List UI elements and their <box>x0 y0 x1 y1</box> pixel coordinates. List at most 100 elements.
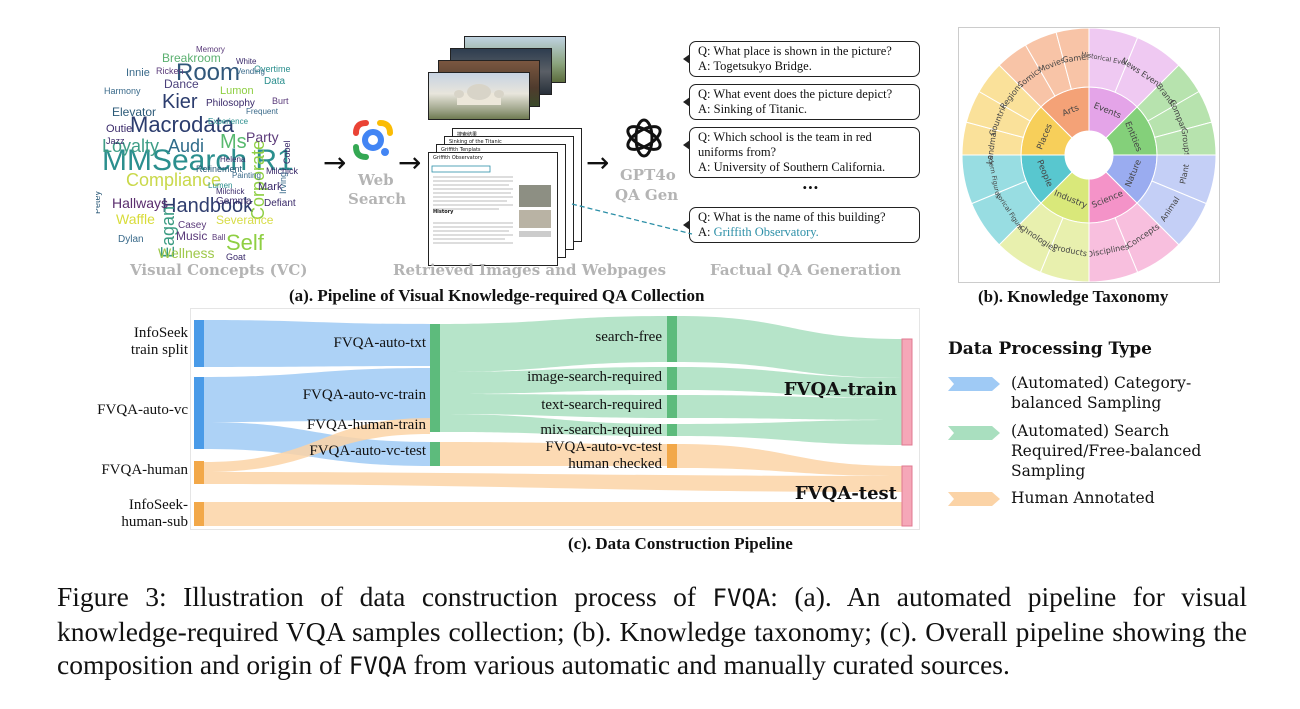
word-cloud-word: Severance <box>216 213 274 227</box>
word-cloud-word: Vending <box>236 67 265 76</box>
word-cloud-word: Lumon <box>220 85 254 97</box>
gpt-label-1: GPT4o <box>620 166 676 184</box>
webpage-heading: Sinking of the Titanic <box>449 139 502 145</box>
caption-middle: : (a). An automated pipeline for visual … <box>57 581 1247 680</box>
webpage-section-title: History <box>433 209 454 215</box>
flow-checked-to-test <box>677 444 902 476</box>
word-cloud-label: Visual Concepts (VC) <box>130 261 308 279</box>
qa-bubble: Q: What place is shown in the picture? A… <box>683 41 920 77</box>
legend-title: Data Processing Type <box>948 339 1152 359</box>
flow-infoseek-to-auto-txt <box>204 320 430 367</box>
word-cloud-word: Loyalty <box>102 136 159 156</box>
flow-infoseek-human-to-test <box>204 502 902 526</box>
word-cloud-word: Defiant <box>264 198 296 209</box>
node-image-search <box>667 367 677 390</box>
word-cloud-word: Kier <box>162 91 198 113</box>
qa-question: Q: What event does the picture depict? <box>698 87 893 101</box>
word-cloud-word: Compliance <box>126 170 221 190</box>
word-cloud-word: Ricken <box>156 66 184 76</box>
word-cloud-word: Cobel <box>282 140 292 164</box>
node-mix-search <box>667 424 677 436</box>
legend-arrow-green <box>948 426 1000 440</box>
word-cloud-word: Painting <box>232 171 261 180</box>
caption-prefix: Figure 3: Illustration of data construct… <box>57 581 713 612</box>
word-cloud-word: Outie <box>106 123 132 135</box>
arrow-right-icon: → <box>323 146 347 179</box>
panel-b-title: (b). Knowledge Taxonomy <box>978 287 1169 306</box>
flow-search-free-to-train <box>677 316 902 378</box>
taxonomy-subcategory-label: Groups <box>1179 128 1192 157</box>
flow-human-to-test <box>204 472 902 492</box>
word-cloud-word: Petey <box>96 190 102 214</box>
taxonomy-subcategory-label: Plant <box>1178 163 1191 185</box>
webpage-card-main: Griffith Observatory History <box>428 152 558 266</box>
qa-answer-highlight: Griffith Observatory. <box>713 225 819 239</box>
caption-suffix: from various automatic and manually cura… <box>406 649 1010 680</box>
node-infoseek-train <box>194 320 204 367</box>
openai-icon <box>622 116 666 160</box>
word-cloud-word: Corporate <box>248 140 268 220</box>
qa-question: Q: What place is shown in the picture? <box>698 44 892 58</box>
node-infoseek-human <box>194 502 204 526</box>
qa-question: Q: Which school is the team in red unifo… <box>698 130 872 159</box>
word-cloud-word: Music <box>176 229 207 243</box>
node-human <box>194 461 204 484</box>
qa-answer: A: Griffith Observatory. <box>698 225 911 240</box>
word-cloud-word: Breakroom <box>162 51 221 65</box>
label-search-free: search-free <box>595 329 662 345</box>
word-cloud-word: Refinement <box>196 164 243 174</box>
word-cloud-word: Casey <box>178 220 206 231</box>
web-search-icon <box>352 119 394 161</box>
word-cloud-word: Mark <box>258 181 283 193</box>
label-auto-vc-test: FVQA-auto-vc-test <box>309 443 426 459</box>
factual-qa-label: Factual QA Generation <box>710 261 902 279</box>
legend-item-blue: (Automated) Category- balanced Sampling <box>1011 374 1192 412</box>
word-cloud-word: Burt <box>272 96 289 106</box>
word-cloud-word: Jazz <box>106 136 125 146</box>
retrieved-image <box>428 72 530 120</box>
sankey-frame <box>190 308 920 530</box>
taxonomy-center <box>1065 131 1113 179</box>
qa-ellipsis: ... <box>802 174 819 193</box>
word-cloud-word: Philosophy <box>206 98 255 109</box>
word-cloud-word: Room <box>176 59 240 86</box>
flow-mid-to-search-free <box>440 316 667 372</box>
flow-image-search-to-train <box>677 367 902 398</box>
label-auto-txt: FVQA-auto-txt <box>333 335 427 351</box>
qa-answer: A: University of Southern California. <box>698 160 886 174</box>
word-cloud-word: Goat <box>226 252 246 262</box>
node-search-free <box>667 316 677 362</box>
word-cloud-word: Irving <box>278 172 288 194</box>
label-train: FVQA-train <box>783 379 897 400</box>
qa-answer-prefix: A: <box>698 225 714 239</box>
label-human-train: FVQA-human-train <box>306 417 426 433</box>
taxonomy-subcategory-label: Games <box>1062 52 1091 65</box>
legend-item-orange: Human Annotated <box>1011 489 1155 507</box>
flow-human-to-human-train <box>204 418 430 472</box>
legend-arrow-blue <box>948 377 1000 391</box>
caption-name-2: FVQA <box>348 652 407 680</box>
arrow-right-icon: → <box>398 146 422 179</box>
word-cloud-svg: MMSearch R1MacrodataRoomComplianceHandbo… <box>92 37 299 262</box>
panel-a-title: (a). Pipeline of Visual Knowledge-requir… <box>289 286 705 305</box>
retrieved-label: Retrieved Images and Webpages <box>393 261 667 279</box>
word-cloud-word: Harmony <box>104 86 141 96</box>
webpage-header: 搜索结果 <box>457 132 478 138</box>
node-auto-vc <box>194 377 204 449</box>
word-cloud-word: Wellness <box>158 245 215 261</box>
label-checked: FVQA-auto-vc-test human checked <box>545 439 662 472</box>
qa-question: Q: What is the name of this building? <box>698 210 886 224</box>
word-cloud-word: Memory <box>196 45 225 54</box>
web-search-label-2: Search <box>348 190 407 208</box>
word-cloud-word: Milchick <box>266 166 299 176</box>
dashed-connector <box>571 203 693 235</box>
label-test: FVQA-test <box>794 483 897 504</box>
flow-text-search-to-train <box>677 395 902 420</box>
retrieved-webpage-stack: 搜索结果 Sinking of the Titanic Griffith Ten… <box>428 128 588 268</box>
word-cloud-word: Dylan <box>118 234 144 245</box>
label-human: FVQA-human <box>101 462 188 478</box>
word-cloud-word: Helena <box>220 155 246 164</box>
label-image-search: image-search-required <box>527 369 662 385</box>
